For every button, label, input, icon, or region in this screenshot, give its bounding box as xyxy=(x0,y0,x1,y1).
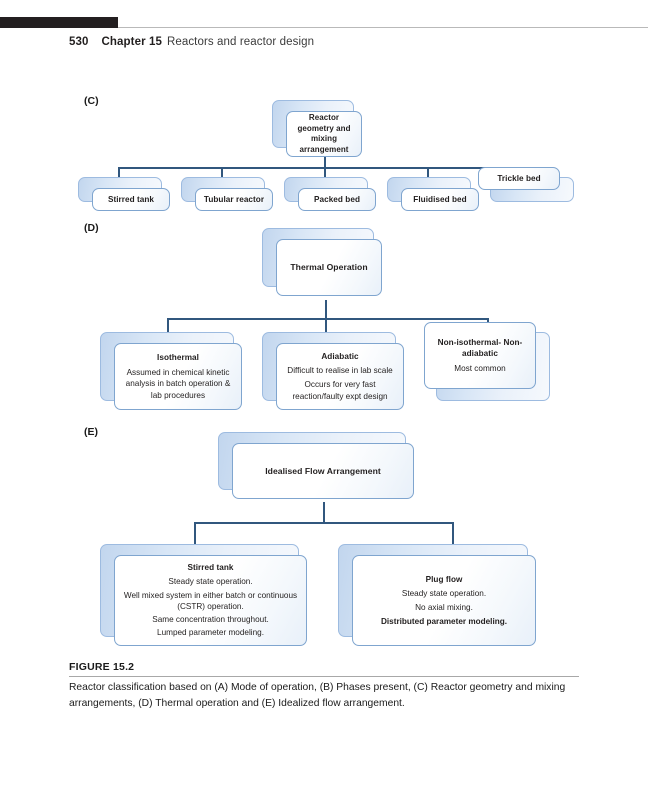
node-non-isothermal-non-adiabatic: Non-isothermal- Non-adiabatic Most commo… xyxy=(424,322,550,401)
connector-e-drop-0 xyxy=(194,522,196,544)
figure-caption-rule xyxy=(69,676,579,677)
node-tubular-reactor: Tubular reactor xyxy=(181,177,273,211)
node-card: Reactor geometry and mixing arrangement xyxy=(286,111,362,157)
node-title: Plug flow xyxy=(425,574,463,584)
connector-c-stem xyxy=(324,157,326,169)
node-body-line-0: Steady state operation. xyxy=(168,577,253,587)
panel-label-c: (C) xyxy=(84,95,99,107)
connector-d-drop-0 xyxy=(167,318,169,332)
node-stirred-tank-e: Stirred tank Steady state operation. Wel… xyxy=(100,544,307,646)
node-plug-flow: Plug flow Steady state operation. No axi… xyxy=(338,544,536,646)
node-body-line-3: Lumped parameter modeling. xyxy=(157,628,264,638)
node-body-line-0: Steady state operation. xyxy=(401,588,487,598)
connector-c-drop-1 xyxy=(221,167,223,179)
page-number: 530 xyxy=(69,36,89,48)
node-body-line-2: Distributed parameter modeling. xyxy=(380,617,508,627)
node-card: Stirred tank xyxy=(92,188,170,211)
chapter-title: Reactors and reactor design xyxy=(166,36,315,48)
node-card: Non-isothermal- Non-adiabatic Most commo… xyxy=(424,322,536,389)
figure-label: FIGURE 15.2 xyxy=(69,661,135,673)
connector-e-bus xyxy=(194,522,454,524)
node-title: Thermal Operation xyxy=(290,262,368,273)
node-title: Stirred tank xyxy=(107,195,155,204)
node-title-line-3: arrangement xyxy=(299,144,349,154)
node-card: Tubular reactor xyxy=(195,188,273,211)
node-title: Fluidised bed xyxy=(413,195,467,204)
connector-c-drop-0 xyxy=(118,167,120,179)
connector-d-drop-1 xyxy=(325,318,327,332)
chapter-number: Chapter 15 xyxy=(101,36,162,48)
connector-d-bus xyxy=(167,318,489,320)
node-stirred-tank-c: Stirred tank xyxy=(78,177,170,211)
panel-label-d: (D) xyxy=(84,222,99,234)
node-card: Isothermal Assumed in chemical kinetic a… xyxy=(114,343,242,410)
node-title: Non-isothermal- Non-adiabatic xyxy=(437,337,523,358)
node-title: Adiabatic xyxy=(321,352,359,362)
figure-caption: Reactor classification based on (A) Mode… xyxy=(69,682,566,709)
node-title: Packed bed xyxy=(313,195,360,204)
node-title: Tubular reactor xyxy=(203,195,265,204)
node-isothermal: Isothermal Assumed in chemical kinetic a… xyxy=(100,332,242,410)
node-body-line-1: Occurs for very fast reaction/faulty exp… xyxy=(292,380,388,401)
node-fluidised-bed: Fluidised bed xyxy=(387,177,479,211)
node-title-line-0: Reactor xyxy=(308,113,340,122)
panel-label-e: (E) xyxy=(84,426,98,438)
node-body-line-1: Well mixed system in either batch or con… xyxy=(123,590,298,611)
node-title-line-2: mixing xyxy=(310,134,338,143)
node-card: Fluidised bed xyxy=(401,188,479,211)
node-title: Stirred tank xyxy=(187,563,234,573)
node-title: Trickle bed xyxy=(497,174,541,183)
header-black-bar xyxy=(0,17,118,28)
connector-e-drop-1 xyxy=(452,522,454,544)
node-body-line-2: Same concentration throughout. xyxy=(152,615,269,625)
node-card: Plug flow Steady state operation. No axi… xyxy=(352,555,536,646)
node-card: Stirred tank Steady state operation. Wel… xyxy=(114,555,307,646)
node-reactor-geometry-and-mixing-arrangement: Reactor geometry and mixing arrangement xyxy=(272,100,362,157)
node-trickle-bed: Trickle bed xyxy=(478,167,574,202)
node-body-line-0: Most common xyxy=(454,363,506,373)
node-title-line-1: geometry and xyxy=(297,123,351,133)
connector-c-drop-3 xyxy=(427,167,429,179)
node-body-line-0: Difficult to realise in lab scale xyxy=(287,366,393,376)
node-packed-bed: Packed bed xyxy=(284,177,376,211)
node-card: Adiabatic Difficult to realise in lab sc… xyxy=(276,343,404,410)
node-title: Idealised Flow Arrangement xyxy=(265,465,381,476)
connector-d-stem xyxy=(325,300,327,320)
node-idealised-flow-arrangement: Idealised Flow Arrangement xyxy=(218,432,414,499)
node-title: Isothermal xyxy=(157,353,199,363)
header-rule xyxy=(118,27,648,28)
running-head: 530 Chapter 15 Reactors and reactor design xyxy=(69,36,314,48)
node-body-line-1: No axial mixing. xyxy=(415,602,473,612)
node-card: Thermal Operation xyxy=(276,239,382,296)
node-card: Packed bed xyxy=(298,188,376,211)
node-card: Trickle bed xyxy=(478,167,560,190)
node-body-line-0: Assumed in chemical kinetic analysis in … xyxy=(125,368,231,400)
node-card: Idealised Flow Arrangement xyxy=(232,443,414,499)
node-adiabatic: Adiabatic Difficult to realise in lab sc… xyxy=(262,332,404,410)
connector-c-drop-2 xyxy=(324,167,326,179)
connector-e-stem xyxy=(323,502,325,524)
node-thermal-operation: Thermal Operation xyxy=(262,228,382,296)
